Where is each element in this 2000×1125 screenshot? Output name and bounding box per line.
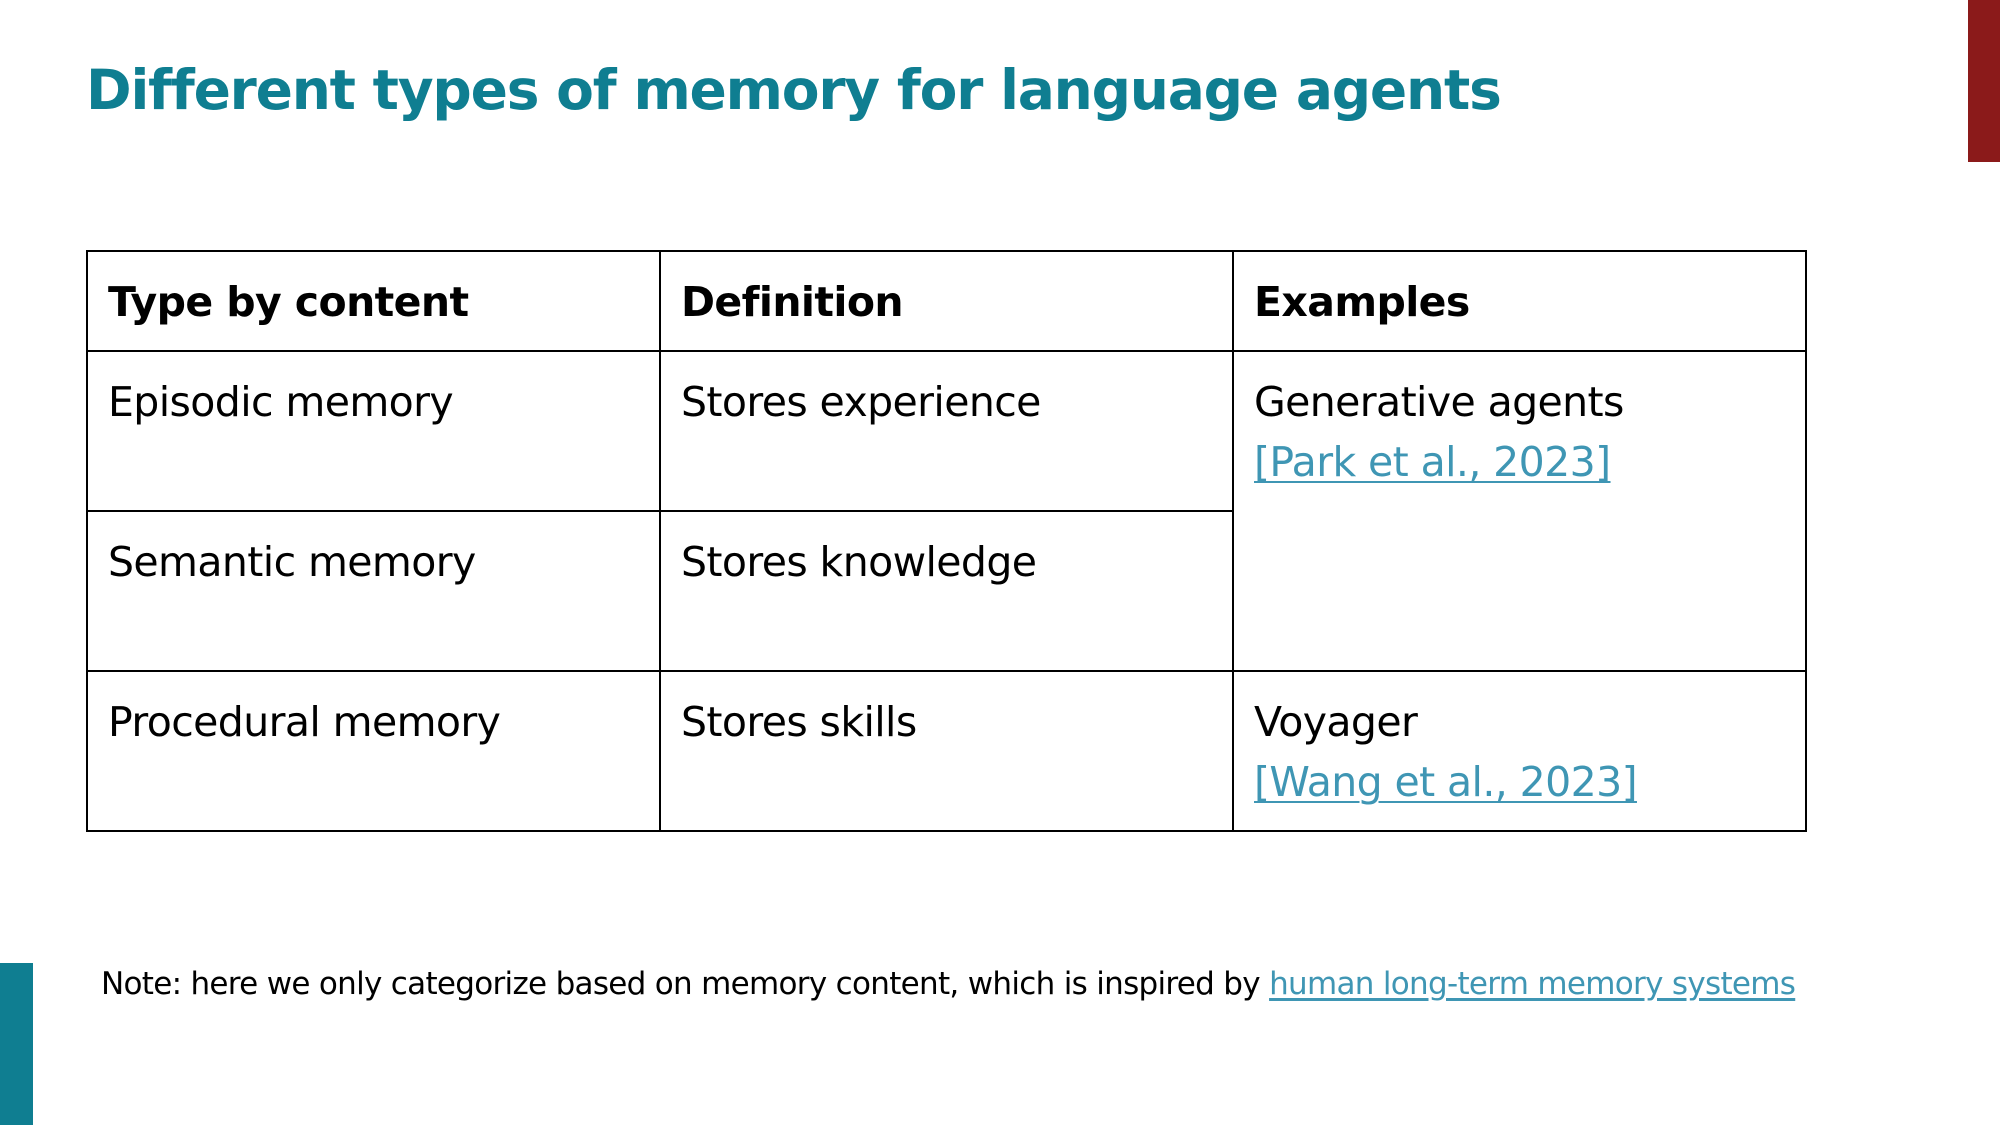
cell-episodic-type: Episodic memory bbox=[86, 350, 661, 512]
cell-example-voyager: Voyager [Wang et al., 2023] bbox=[1232, 670, 1807, 832]
header-type-by-content: Type by content bbox=[86, 250, 661, 352]
example-name: Voyager bbox=[1254, 698, 1418, 746]
cell-procedural-type: Procedural memory bbox=[86, 670, 661, 832]
example-name: Generative agents bbox=[1254, 378, 1624, 426]
cell-episodic-definition: Stores experience bbox=[659, 350, 1234, 512]
footnote: Note: here we only categorize based on m… bbox=[101, 966, 1796, 1002]
table-header-row: Type by content Definition Examples bbox=[86, 250, 1807, 352]
table-row-episodic: Episodic memory Stores experience Genera… bbox=[86, 350, 1807, 672]
human-memory-systems-link[interactable]: human long-term memory systems bbox=[1269, 966, 1796, 1002]
footnote-text: Note: here we only categorize based on m… bbox=[101, 966, 1270, 1002]
cell-example-generative-agents: Generative agents [Park et al., 2023] bbox=[1232, 350, 1807, 672]
top-right-accent-bar bbox=[1968, 0, 2000, 162]
citation-link-wang-2023[interactable]: [Wang et al., 2023] bbox=[1254, 758, 1638, 806]
memory-types-table: Type by content Definition Examples Epis… bbox=[86, 250, 1807, 832]
cell-semantic-type: Semantic memory bbox=[86, 510, 661, 672]
cell-procedural-definition: Stores skills bbox=[659, 670, 1234, 832]
header-definition: Definition bbox=[659, 250, 1234, 352]
citation-link-park-2023[interactable]: [Park et al., 2023] bbox=[1254, 438, 1611, 486]
slide-title: Different types of memory for language a… bbox=[86, 58, 1502, 122]
bottom-left-accent-bar bbox=[0, 963, 33, 1125]
cell-semantic-definition: Stores knowledge bbox=[659, 510, 1234, 672]
table-row-procedural: Procedural memory Stores skills Voyager … bbox=[86, 670, 1807, 832]
header-examples: Examples bbox=[1232, 250, 1807, 352]
table-row-semantic: Semantic memory Stores knowledge bbox=[86, 510, 1806, 672]
